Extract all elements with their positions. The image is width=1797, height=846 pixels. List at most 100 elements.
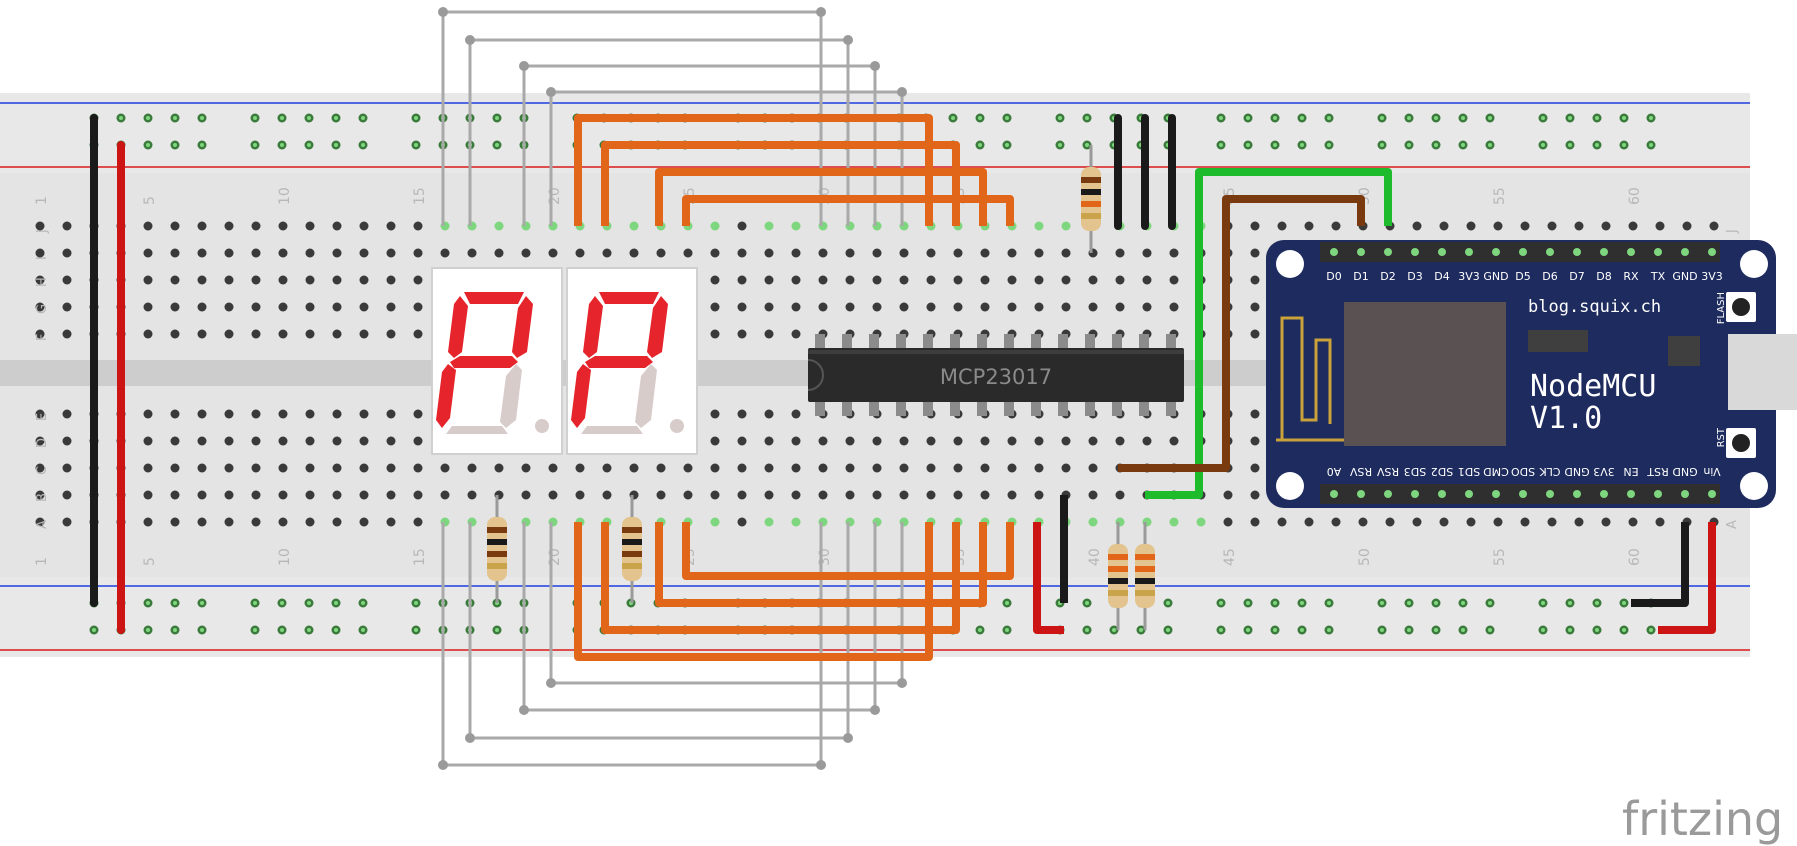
header-pin <box>1384 248 1392 256</box>
hole <box>386 436 396 446</box>
hole <box>170 221 180 231</box>
rail-hole-center <box>119 116 123 120</box>
hole <box>305 409 315 419</box>
hole <box>359 329 369 339</box>
hole <box>332 302 342 312</box>
rail-hole-center <box>1219 116 1223 120</box>
column-number: 40 <box>1087 548 1103 566</box>
hole <box>980 275 990 285</box>
rail-hole-center <box>1246 628 1250 632</box>
rail-hole-center <box>334 601 338 605</box>
rail-hole-center <box>1273 116 1277 120</box>
segment-c <box>635 364 657 428</box>
hole <box>224 329 234 339</box>
chip-pin <box>1085 334 1095 350</box>
segment-a <box>599 292 659 304</box>
hole <box>143 302 153 312</box>
hole <box>332 490 342 500</box>
fritzing-watermark: fritzing <box>1622 792 1783 846</box>
segment-e <box>436 364 456 428</box>
header-pin <box>1546 490 1554 498</box>
header-pin <box>1438 490 1446 498</box>
wire-red-mcu-vin <box>1658 522 1716 634</box>
hole <box>62 329 72 339</box>
row-letter: B <box>35 493 50 502</box>
pin-label: D3 <box>1407 270 1422 283</box>
hole <box>1142 248 1152 258</box>
hole <box>35 302 45 312</box>
rail-hole-center <box>1407 628 1411 632</box>
hole <box>845 490 855 500</box>
pin-label: SD3 <box>1404 465 1426 478</box>
board-name: NodeMCU <box>1530 369 1656 404</box>
pin-label: D4 <box>1434 270 1449 283</box>
rail-hole-center <box>1273 601 1277 605</box>
wire-brown-scl <box>1118 195 1365 472</box>
hole <box>1034 490 1044 500</box>
column-number: 55 <box>1492 187 1508 205</box>
hole <box>683 490 693 500</box>
hole <box>1169 302 1179 312</box>
rail-hole-center <box>1166 601 1170 605</box>
hole <box>278 463 288 473</box>
hole <box>62 221 72 231</box>
rail-hole-center <box>1300 601 1304 605</box>
hole <box>251 463 261 473</box>
header-pin <box>1492 248 1500 256</box>
hole <box>1034 248 1044 258</box>
row-letter-end-bottom: A <box>1725 520 1740 529</box>
rail-hole-center <box>1058 143 1062 147</box>
header-pin <box>1330 248 1338 256</box>
rail-hole-center <box>1568 116 1572 120</box>
hole <box>1007 436 1017 446</box>
rail-hole-center <box>1434 628 1438 632</box>
chip-pin <box>923 334 933 350</box>
hole <box>1223 517 1233 527</box>
hole <box>35 221 45 231</box>
hole <box>170 275 180 285</box>
chip-pin <box>869 334 879 350</box>
hole <box>548 463 558 473</box>
grey-wire-ends-bottom <box>438 678 907 770</box>
hole <box>386 517 396 527</box>
hole <box>710 490 720 500</box>
hole <box>1250 221 1260 231</box>
pin-label: D8 <box>1596 270 1611 283</box>
hole <box>143 409 153 419</box>
rail-hole-center <box>253 116 257 120</box>
row-letter: I <box>35 256 50 260</box>
hole <box>359 490 369 500</box>
hole <box>791 517 801 527</box>
hole <box>467 248 477 258</box>
hole <box>548 490 558 500</box>
rail-hole-center <box>200 116 204 120</box>
hole <box>1034 463 1044 473</box>
rail-hole-center <box>307 601 311 605</box>
resistor <box>1135 522 1155 630</box>
hole <box>62 248 72 258</box>
hole <box>764 275 774 285</box>
rail-hole-center <box>1085 116 1089 120</box>
hole <box>629 248 639 258</box>
hole <box>845 463 855 473</box>
hole <box>1574 221 1584 231</box>
rail-hole-center <box>1595 601 1599 605</box>
flash-label: FLASH <box>1716 292 1727 324</box>
hole <box>926 490 936 500</box>
column-number: 5 <box>142 557 158 566</box>
hole <box>386 329 396 339</box>
hole <box>1061 275 1071 285</box>
hole <box>980 463 990 473</box>
hole <box>737 490 747 500</box>
hole <box>1250 302 1260 312</box>
pin-label: SD2 <box>1431 465 1453 478</box>
hole <box>35 329 45 339</box>
pin-label: 3V3 <box>1701 270 1723 283</box>
hole <box>440 248 450 258</box>
column-number: 1 <box>34 196 50 205</box>
hole <box>1007 248 1017 258</box>
hole <box>170 248 180 258</box>
header-pin <box>1708 248 1716 256</box>
hole <box>305 329 315 339</box>
